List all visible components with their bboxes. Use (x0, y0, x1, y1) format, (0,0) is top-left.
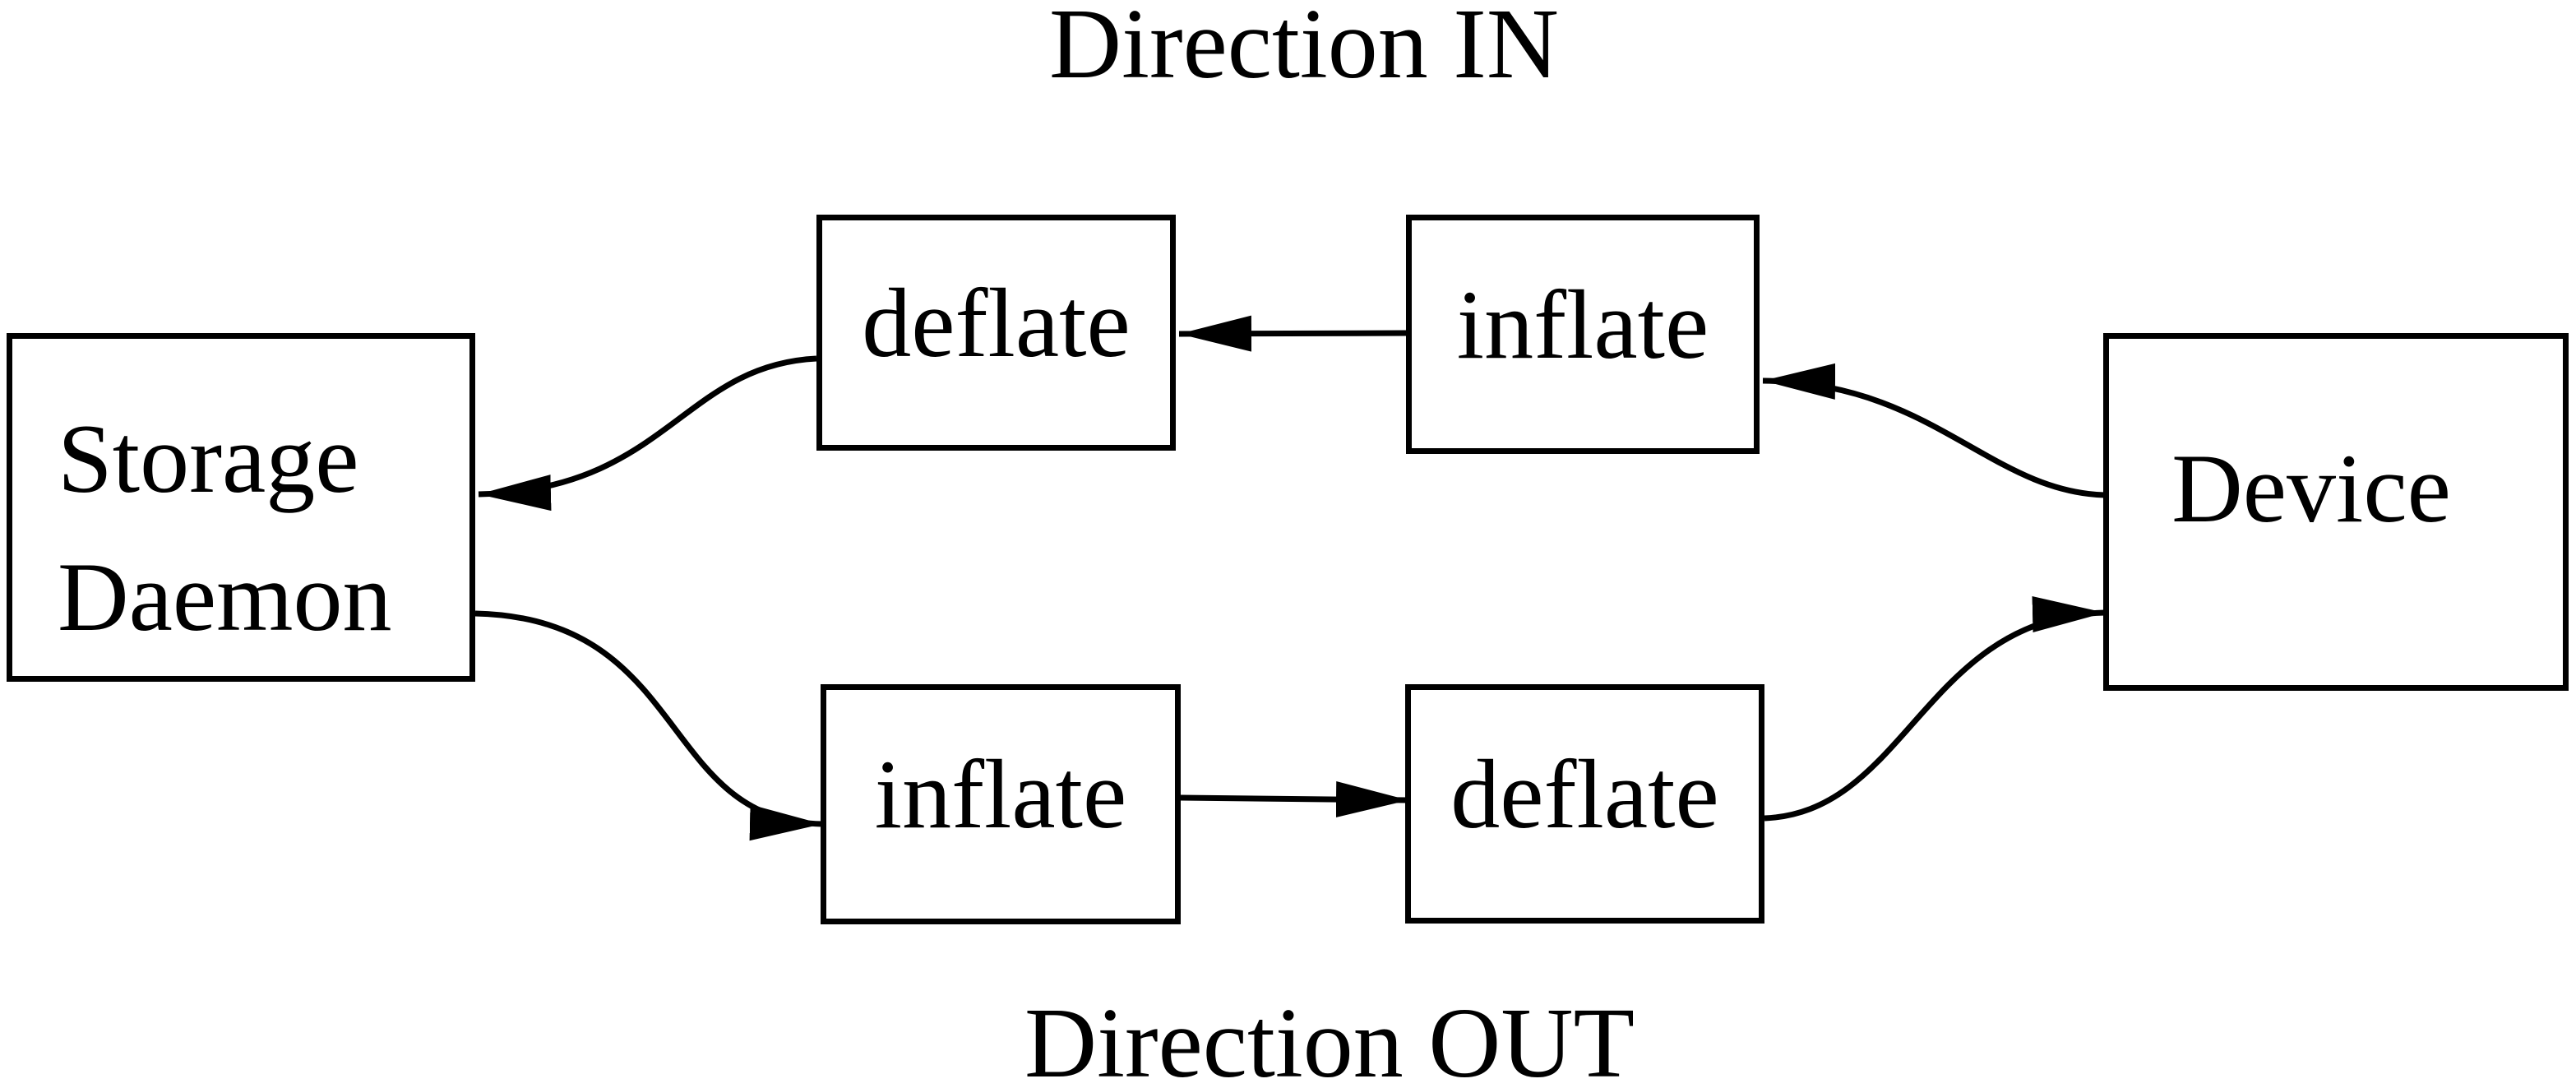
node-storage-daemon-label: Storage Daemon (58, 390, 392, 666)
edge-deflate-out-to-device-arrow (1764, 596, 2106, 822)
node-inflate-in: inflate (1406, 215, 1760, 454)
node-inflate-in-label: inflate (1456, 269, 1709, 379)
edge-inflate-in-to-deflate-in-arrow (1178, 315, 1407, 352)
edge-inflate-out-to-deflate-out-arrow (1180, 781, 1409, 818)
node-device: Device (2103, 333, 2569, 691)
node-storage-daemon-label-line2: Daemon (58, 542, 392, 651)
title-direction-in: Direction IN (1049, 0, 1559, 100)
node-deflate-in: deflate (816, 215, 1176, 451)
node-deflate-in-label: deflate (862, 267, 1131, 377)
node-deflate-out-label: deflate (1450, 738, 1719, 849)
node-deflate-out: deflate (1405, 684, 1764, 924)
edge-device-to-inflate-in-arrow (1762, 363, 2106, 498)
node-storage-daemon: Storage Daemon (7, 333, 475, 682)
edge-storage-daemon-to-inflate-out-arrow (474, 610, 823, 841)
node-inflate-out-label: inflate (874, 739, 1127, 849)
title-direction-out: Direction OUT (1024, 988, 1635, 1088)
edge-deflate-in-to-storage-daemon-arrow (478, 355, 817, 512)
node-storage-daemon-label-line1: Storage (58, 404, 359, 513)
node-inflate-out: inflate (821, 684, 1181, 924)
node-device-label: Device (2171, 433, 2451, 543)
